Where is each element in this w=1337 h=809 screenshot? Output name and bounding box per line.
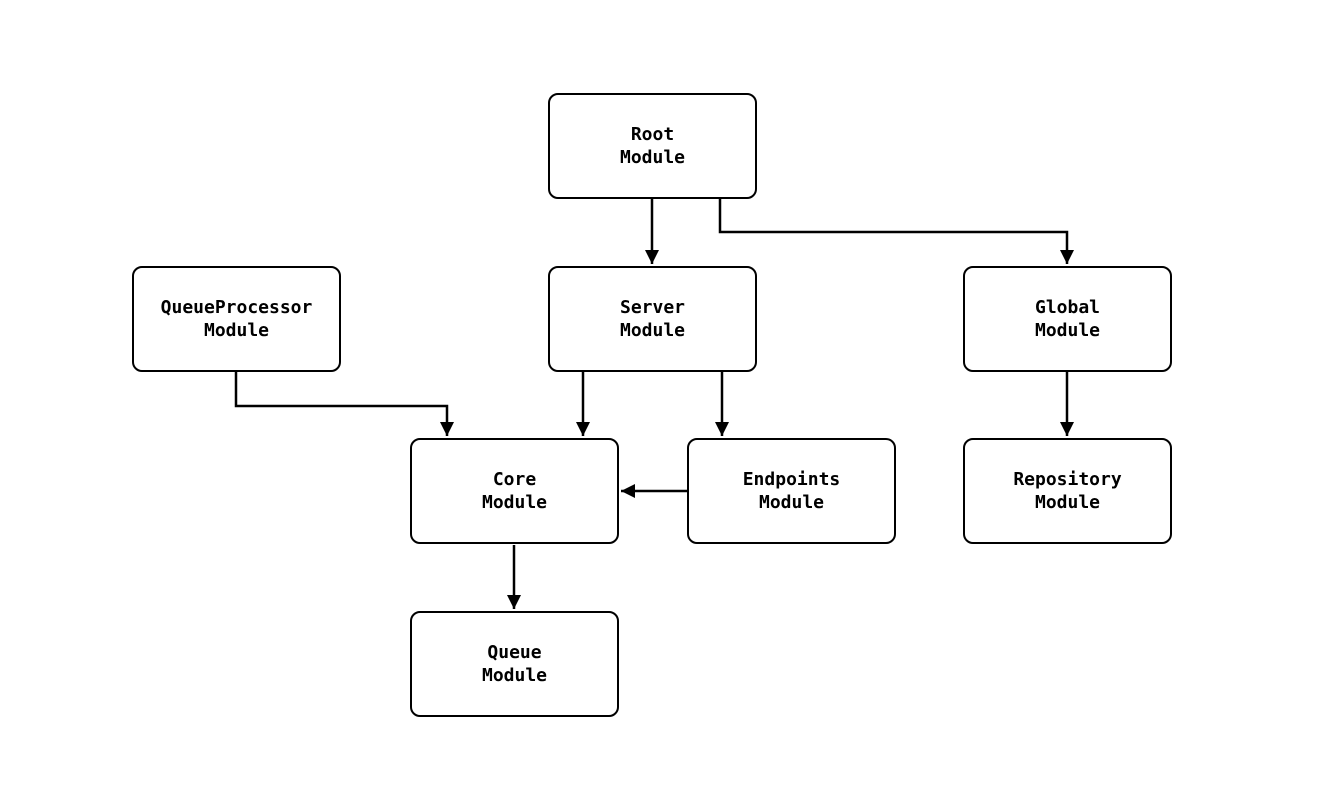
node-server-module: Server Module <box>548 266 757 372</box>
node-endpoints-module-name: Endpoints <box>742 468 841 490</box>
node-global-module: Global Module <box>963 266 1172 372</box>
node-repository-module-name: Repository <box>1013 468 1122 490</box>
node-endpoints-module-suffix: Module <box>758 492 825 513</box>
node-repository-module: Repository Module <box>963 438 1172 544</box>
node-queue-module-name: Queue <box>487 641 542 663</box>
node-repository-module-suffix: Module <box>1034 492 1101 513</box>
node-server-module-suffix: Module <box>619 320 686 341</box>
node-root-module-name: Root <box>630 123 675 145</box>
node-queue-module-suffix: Module <box>481 665 548 686</box>
node-core-module: Core Module <box>410 438 619 544</box>
node-root-module-suffix: Module <box>619 147 686 168</box>
node-global-module-suffix: Module <box>1034 320 1101 341</box>
node-endpoints-module: Endpoints Module <box>687 438 896 544</box>
edge-queueprocessor-to-core-arrow <box>234 372 454 436</box>
node-queueprocessor-module-suffix: Module <box>203 320 270 341</box>
node-core-module-suffix: Module <box>481 492 548 513</box>
node-server-module-name: Server <box>619 296 686 318</box>
edge-root-to-global-arrow <box>718 198 1074 264</box>
node-queueprocessor-module: QueueProcessor Module <box>132 266 341 372</box>
node-queue-module: Queue Module <box>410 611 619 717</box>
node-global-module-name: Global <box>1034 296 1101 318</box>
node-core-module-name: Core <box>492 468 537 490</box>
node-queueprocessor-module-name: QueueProcessor <box>160 296 313 318</box>
node-root-module: Root Module <box>548 93 757 199</box>
